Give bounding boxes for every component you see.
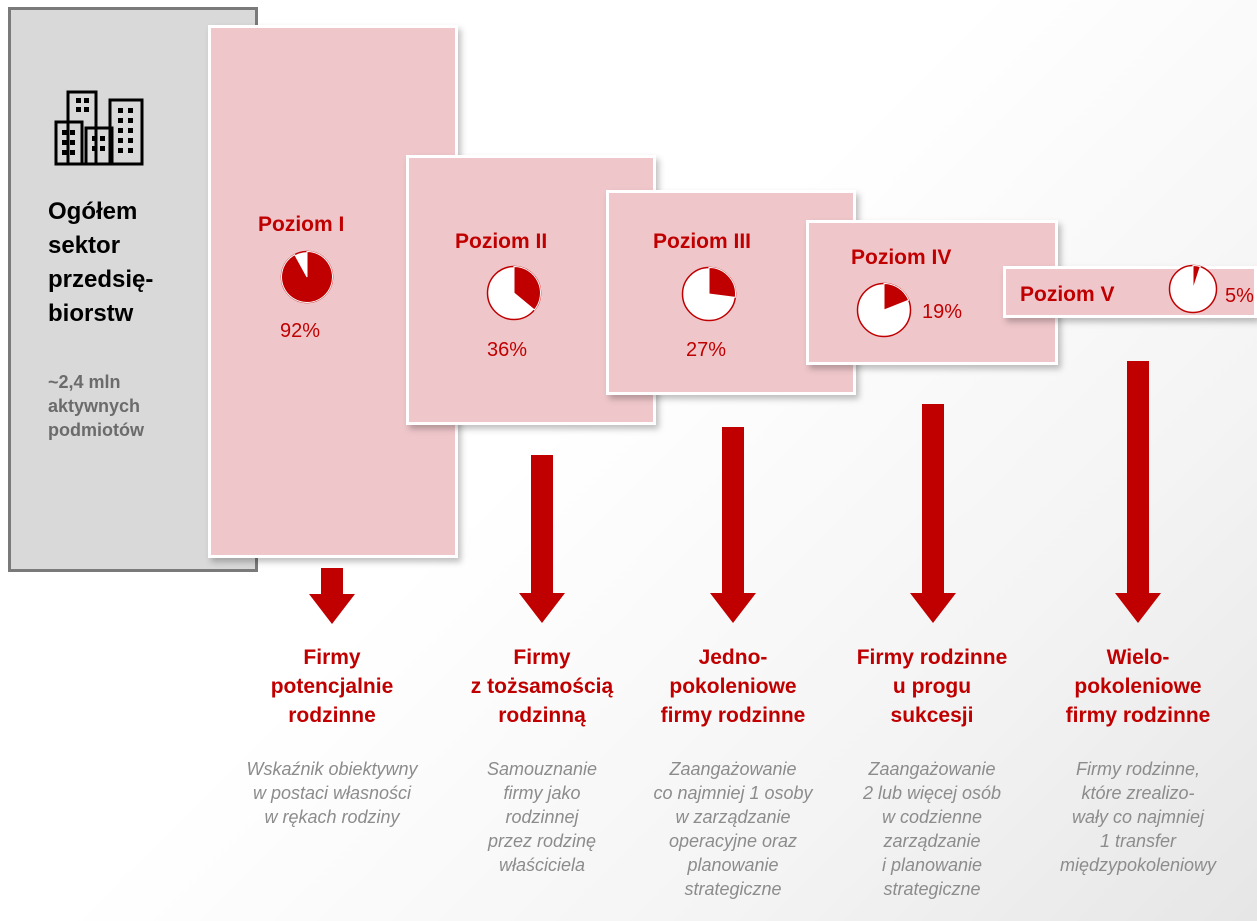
category-1-title: Firmy potencjalnie rodzinne	[270, 646, 394, 727]
level-2-pie	[486, 265, 542, 321]
pie-slice	[281, 250, 333, 303]
category-4-title: Firmy rodzinne u progu sukcesji	[856, 646, 1008, 727]
category-5-description: Firmy rodzinne, które zrealizo- wały co …	[1059, 759, 1217, 875]
level-5-pie	[1168, 264, 1218, 314]
level-3-title: Poziom III	[653, 230, 752, 253]
level-1-pie	[280, 250, 334, 304]
arrow-down-icon	[710, 427, 756, 623]
level-4-percent: 19%	[922, 301, 963, 323]
sector-subtitle: ~2,4 mln aktywnych podmiotów	[48, 372, 144, 440]
level-2-percent: 36%	[487, 339, 528, 361]
pie-slice	[1192, 264, 1201, 290]
category-5-title: Wielo- pokoleniowe firmy rodzinne	[1065, 646, 1211, 727]
category-4-description: Zaangażowanie 2 lub więcej osób w codzie…	[862, 759, 1002, 899]
category-2-title: Firmy z tożsamością rodzinną	[470, 646, 614, 727]
level-4-pie	[856, 282, 912, 338]
buildings-icon	[54, 90, 144, 166]
level-4-title: Poziom IV	[851, 246, 952, 269]
pie-slice	[513, 265, 541, 311]
level-2-title: Poziom II	[455, 230, 548, 253]
category-2-description: Samouznanie firmy jako rodzinnej przez r…	[486, 759, 598, 875]
category-3-description: Zaangażowanie co najmniej 1 osoby w zarz…	[653, 759, 813, 899]
level-3-percent: 27%	[686, 339, 727, 361]
level-5-percent: 5%	[1225, 285, 1254, 307]
arrow-down-icon	[910, 404, 956, 623]
level-1-percent: 92%	[280, 320, 321, 342]
arrow-down-icon	[519, 455, 565, 623]
level-3-pie	[681, 266, 737, 322]
pie-slice	[708, 266, 736, 298]
sector-title: Ogółem sektor przedsię- biorstw	[48, 198, 154, 327]
category-1-description: Wskaźnik obiektywny w postaci własności …	[246, 759, 418, 827]
arrow-down-icon	[1115, 361, 1161, 623]
level-1-title: Poziom I	[258, 213, 345, 236]
level-5-title: Poziom V	[1020, 283, 1115, 306]
pie-slice	[883, 282, 910, 311]
category-3-title: Jedno- pokoleniowe firmy rodzinne	[660, 646, 806, 727]
arrow-down-icon	[309, 568, 355, 624]
